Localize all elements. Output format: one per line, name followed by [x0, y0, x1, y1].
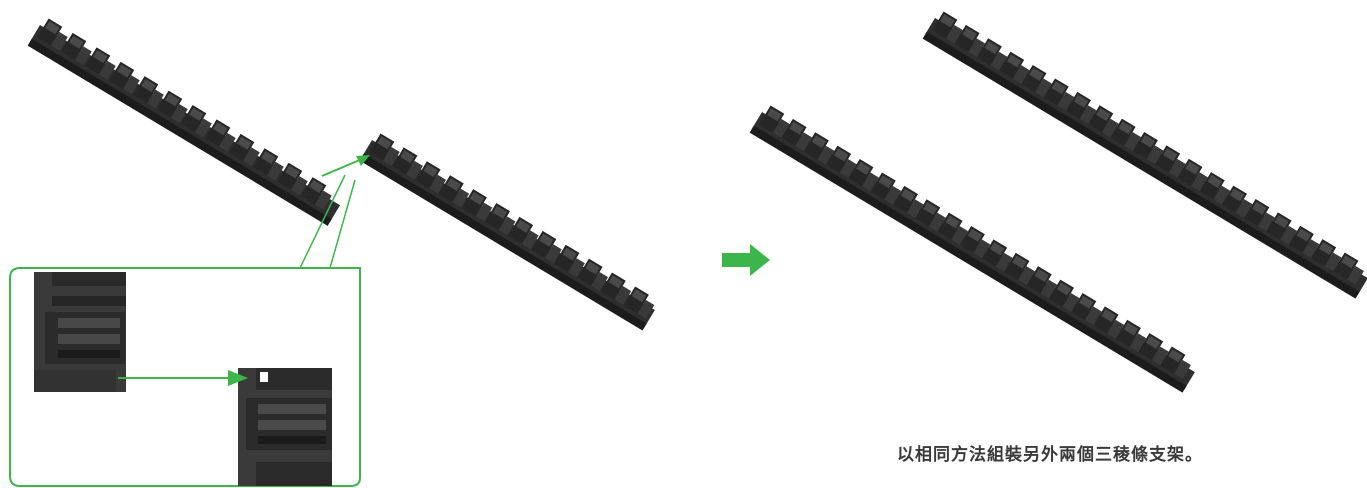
connector-bar-3 [749, 105, 1195, 393]
magnified-joint [9, 267, 361, 487]
connector-bar-4 [922, 11, 1367, 299]
instruction-caption: 以相同方法組裝另外兩個三稜條支架。 [897, 445, 1203, 465]
detail-left-part [34, 272, 126, 392]
connector-bar-2 [359, 133, 658, 331]
join-arrow-icon [321, 155, 370, 177]
connector-bar-1 [27, 18, 341, 226]
callout-arrow-icon [118, 370, 248, 386]
callout-lines [299, 174, 356, 269]
arrow-right-icon [722, 244, 770, 276]
detail-right-part [238, 368, 332, 486]
